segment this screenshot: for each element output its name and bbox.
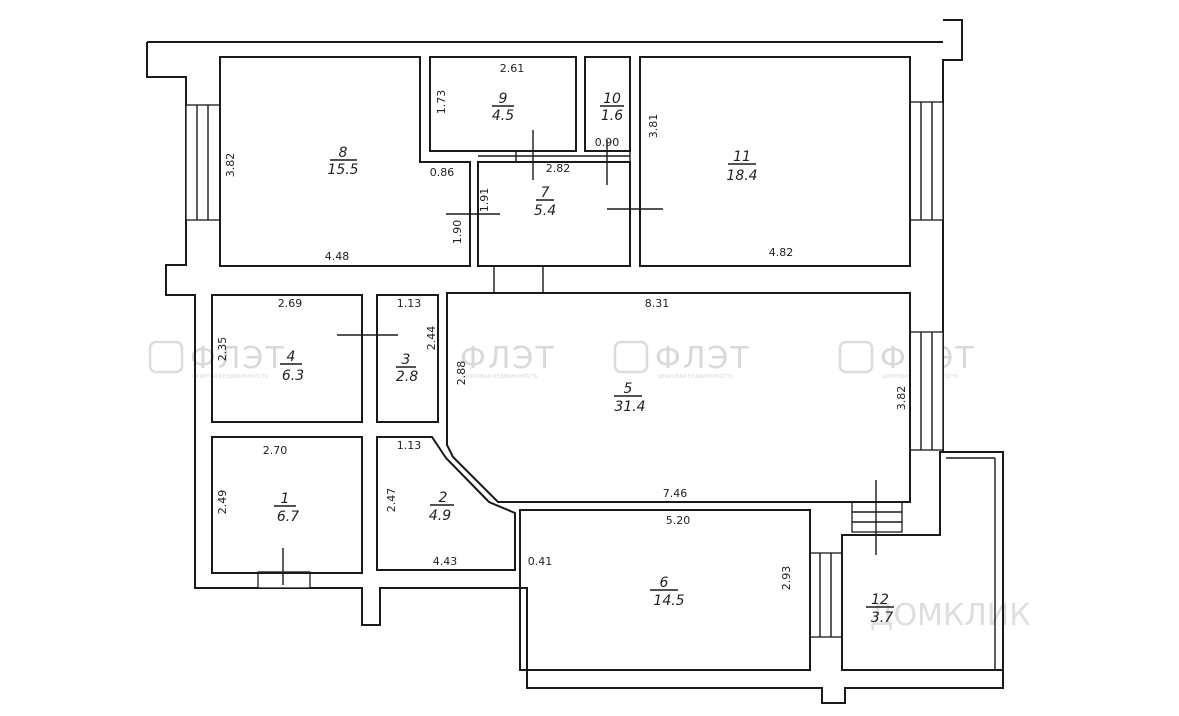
dim-r11-height: 3.81 — [647, 114, 660, 139]
dim-r3-width: 1.13 — [397, 297, 422, 310]
room-11-outline — [639, 56, 911, 267]
watermark-brand: ФЛЭТ — [460, 341, 556, 376]
svg-text:4.5: 4.5 — [492, 108, 514, 124]
dim-r8-inner: 0.86 — [430, 166, 455, 179]
room-11-label: 11 18.4 — [726, 149, 757, 184]
svg-text:2: 2 — [439, 490, 448, 506]
watermark-flat-3: ФЛЭТ ЦИФРОВАЯ НЕДВИЖИМОСТЬ — [613, 340, 751, 380]
dim-r4-height: 2.35 — [216, 337, 229, 362]
dim-r6-gap: 0.41 — [528, 555, 553, 568]
dim-r5-height-right: 3.82 — [895, 386, 908, 411]
room-8-outline — [219, 56, 471, 267]
dim-r8-height: 3.82 — [224, 153, 237, 178]
dim-r5-height-left: 2.88 — [455, 361, 468, 386]
svg-text:12: 12 — [871, 592, 889, 608]
watermark-brand: ФЛЭТ — [655, 341, 751, 376]
watermark-second: ДОМКЛИК — [870, 598, 1031, 633]
svg-text:1: 1 — [281, 491, 290, 507]
svg-text:4: 4 — [287, 349, 296, 365]
dim-r4-width: 2.69 — [278, 297, 303, 310]
svg-text:5: 5 — [624, 381, 633, 397]
dim-r9-width: 2.61 — [500, 62, 525, 75]
watermark-subtitle: ЦИФРОВАЯ НЕДВИЖИМОСТЬ — [657, 374, 734, 380]
dim-r2-height: 2.47 — [385, 488, 398, 513]
watermark-subtitle: ЦИФРОВАЯ НЕДВИЖИМОСТЬ — [462, 374, 539, 380]
balcony-door — [851, 501, 903, 533]
svg-text:14.5: 14.5 — [653, 593, 684, 609]
room-10-label: 10 1.6 — [600, 91, 624, 124]
room-7-label: 7 5.4 — [534, 185, 556, 219]
dim-r2-width-bottom: 4.43 — [433, 555, 458, 568]
room-9-label: 9 4.5 — [492, 91, 514, 124]
dim-r1-width: 2.70 — [263, 444, 288, 457]
watermark-flat-1: ФЛЭТ ЦИФРОВАЯ НЕДВИЖИМОСТЬ — [148, 340, 286, 380]
room-6-label: 6 14.5 — [650, 575, 685, 609]
dim-r5-width-top: 8.31 — [645, 297, 670, 310]
room-12-label: 12 3.7 — [866, 592, 894, 626]
dim-r6-height: 2.93 — [780, 566, 793, 591]
room-3-label: 3 2.8 — [396, 352, 418, 385]
room-6-outline — [519, 509, 811, 671]
svg-text:15.5: 15.5 — [327, 162, 358, 178]
svg-text:7: 7 — [541, 185, 550, 201]
watermark-domclick: ДОМКЛИК — [870, 598, 1031, 633]
window-room-1 — [257, 571, 311, 589]
dim-r7-width: 2.82 — [546, 162, 571, 175]
dim-r8-width: 4.48 — [325, 250, 350, 263]
svg-text:2.8: 2.8 — [396, 369, 418, 385]
svg-text:5.4: 5.4 — [534, 203, 556, 219]
room-5-outline — [446, 292, 911, 503]
dim-r6-width: 5.20 — [666, 514, 691, 527]
window-room-8 — [185, 104, 221, 221]
svg-text:31.4: 31.4 — [614, 399, 645, 415]
svg-text:1.6: 1.6 — [601, 108, 623, 124]
watermark-flat-4: ФЛЭТ ЦИФРОВАЯ НЕДВИЖИМОСТЬ — [838, 340, 974, 380]
svg-text:9: 9 — [499, 91, 508, 107]
dim-r5-width-bottom: 7.46 — [663, 487, 688, 500]
svg-text:6.3: 6.3 — [282, 368, 304, 384]
svg-text:11: 11 — [733, 149, 751, 165]
dim-r10-width: 0.90 — [595, 136, 620, 149]
room-12-outline — [841, 451, 1004, 671]
watermark-flat-2: ФЛЭТ ЦИФРОВАЯ НЕДВИЖИМОСТЬ — [460, 341, 556, 380]
svg-text:3: 3 — [402, 352, 411, 368]
svg-text:6.7: 6.7 — [277, 509, 299, 525]
window-room-6 — [809, 552, 843, 638]
dim-r3-height: 2.44 — [425, 326, 438, 351]
room-1-label: 1 6.7 — [274, 491, 299, 525]
dim-r1-height: 2.49 — [216, 490, 229, 515]
dim-r2-width-top: 1.13 — [397, 439, 422, 452]
room-2-outline — [376, 436, 516, 571]
svg-text:18.4: 18.4 — [726, 168, 757, 184]
svg-text:3.7: 3.7 — [871, 610, 893, 626]
dim-r7-h2: 1.91 — [478, 188, 491, 213]
svg-text:6: 6 — [660, 575, 669, 591]
room-2-label: 2 4.9 — [429, 490, 454, 524]
dim-r11-width: 4.82 — [769, 246, 794, 259]
room-1-outline — [211, 436, 363, 574]
svg-text:8: 8 — [339, 145, 348, 161]
window-room-11 — [909, 101, 944, 221]
dim-r7-h1: 1.90 — [451, 220, 464, 245]
watermark-subtitle: ЦИФРОВАЯ НЕДВИЖИМОСТЬ — [192, 374, 269, 380]
watermark-brand: ФЛЭТ — [190, 341, 286, 376]
svg-text:10: 10 — [603, 91, 621, 107]
dim-r9-height: 1.73 — [435, 90, 448, 115]
room-5-label: 5 31.4 — [614, 381, 646, 415]
room-9-outline — [429, 56, 577, 152]
window-room-5 — [909, 331, 944, 451]
room-8-label: 8 15.5 — [327, 145, 358, 178]
room-4-label: 4 6.3 — [280, 349, 304, 384]
room-3-outline — [376, 294, 439, 423]
svg-text:4.9: 4.9 — [429, 508, 451, 524]
